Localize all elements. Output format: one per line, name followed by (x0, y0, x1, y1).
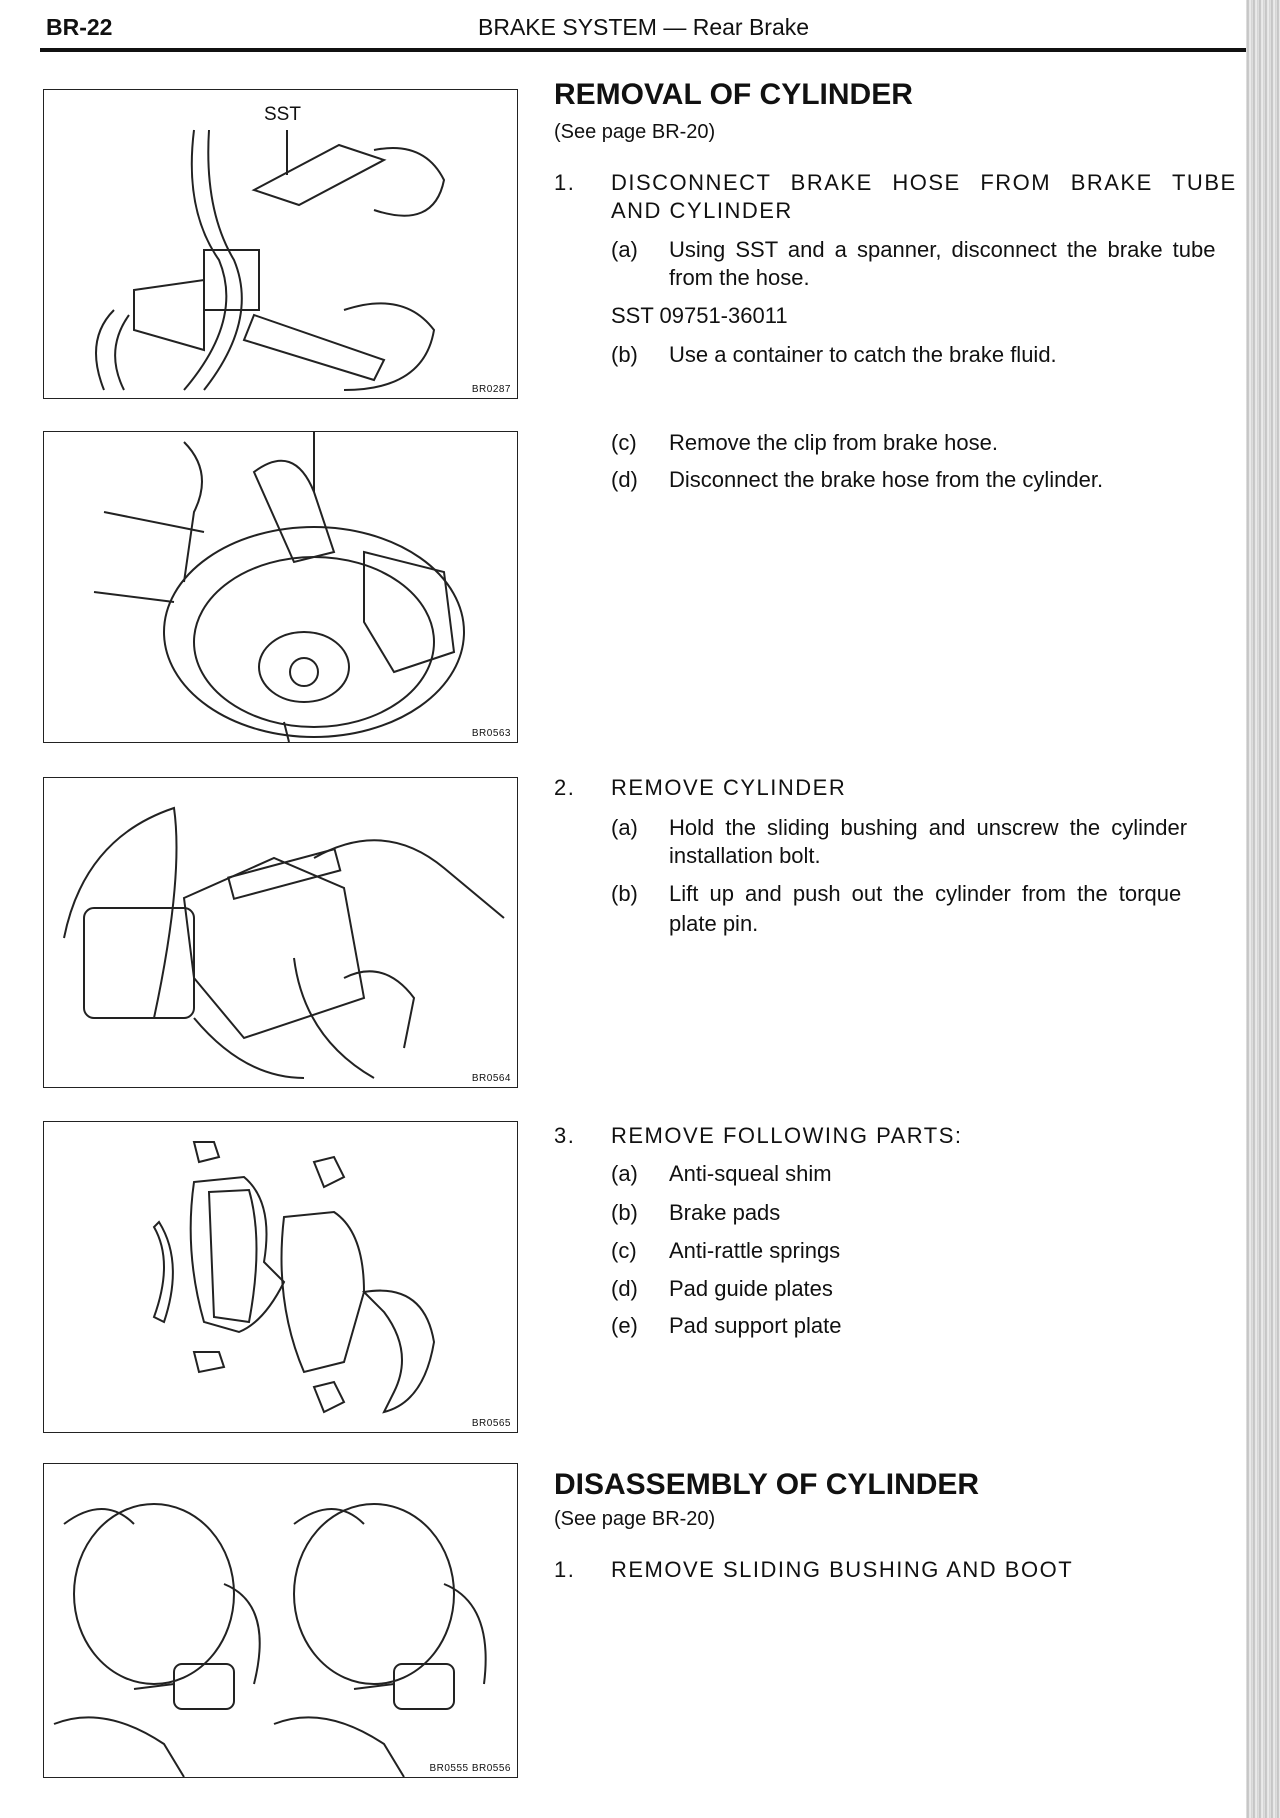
substep-text: Pad guide plates (669, 1276, 833, 1301)
substep-text: Lift up and push out the cylinder from t… (669, 881, 1182, 906)
substep-text: Disconnect the brake hose from the cylin… (669, 467, 1104, 492)
substep-letter: (b) (611, 342, 638, 367)
caliper-illustration (63, 806, 505, 1079)
substep-text-line2: from the hose. (669, 265, 810, 290)
step-number: 3. (554, 1123, 576, 1148)
substep-letter: (b) (611, 1200, 638, 1225)
page-binding-edge (1246, 0, 1280, 1818)
substep-text: Brake pads (669, 1200, 781, 1225)
figure-remove-cylinder: BR0564 (43, 777, 518, 1088)
substep-text: Use a container to catch the brake fluid… (669, 342, 1057, 367)
sst-number: SST 09751-36011 (611, 303, 788, 328)
substep-text: Pad support plate (669, 1313, 842, 1338)
sst-label: SST (264, 104, 301, 125)
figure-brake-clip: BR0563 (43, 431, 518, 743)
disassembly-see-page: (See page BR-20) (554, 1508, 716, 1530)
brake-pads-illustration (152, 1141, 436, 1414)
brake-disc-illustration (93, 432, 465, 742)
step-title: DISCONNECT BRAKE HOSE FROM BRAKE TUBE (611, 170, 1237, 195)
substep-letter: (a) (611, 815, 638, 840)
figure-code: BR0287 (471, 384, 511, 395)
figure-code: BR0563 (471, 728, 511, 739)
page-number: BR-22 (46, 14, 113, 40)
substep-text: Remove the clip from brake hose. (669, 430, 998, 455)
bushing-boot-illustration (53, 1503, 487, 1777)
substep-text: Anti-squeal shim (669, 1161, 832, 1186)
figure-code: BR0555 BR0556 (429, 1763, 511, 1774)
figure-pad-parts: BR0565 (43, 1121, 518, 1433)
figure-sliding-bushing: BR0555 BR0556 (43, 1463, 518, 1778)
substep-letter: (c) (611, 430, 637, 455)
step-title-line2: AND CYLINDER (611, 198, 793, 223)
substep-letter: (d) (611, 467, 638, 492)
wrench-illustration (95, 129, 446, 391)
substep-text: Using SST and a spanner, disconnect the … (669, 237, 1216, 262)
header-rule (40, 48, 1260, 52)
step-number: 1. (554, 170, 576, 195)
step-title: REMOVE FOLLOWING PARTS: (611, 1123, 963, 1148)
removal-see-page: (See page BR-20) (554, 121, 716, 143)
substep-text-line2: installation bolt. (669, 843, 821, 868)
page-title: BRAKE SYSTEM — Rear Brake (478, 14, 810, 40)
substep-letter: (a) (611, 237, 638, 262)
substep-text: Hold the sliding bushing and unscrew the… (669, 815, 1188, 840)
substep-text: Anti-rattle springs (669, 1238, 841, 1263)
figure-code: BR0564 (471, 1073, 511, 1084)
step-number: 1. (554, 1557, 576, 1582)
substep-letter: (c) (611, 1238, 637, 1263)
disassembly-heading: DISASSEMBLY OF CYLINDER (554, 1468, 980, 1501)
removal-heading: REMOVAL OF CYLINDER (554, 78, 913, 111)
figure-sst-disconnect: SST BR0287 (43, 89, 518, 399)
substep-text-line2: plate pin. (669, 911, 759, 936)
substep-letter: (b) (611, 881, 638, 906)
substep-letter: (a) (611, 1161, 638, 1186)
substep-letter: (e) (611, 1313, 638, 1338)
step-title: REMOVE SLIDING BUSHING AND BOOT (611, 1557, 1074, 1582)
instructions-column: REMOVAL OF CYLINDER (See page BR-20) 1. … (554, 0, 1244, 1818)
step-number: 2. (554, 775, 576, 800)
figure-code: BR0565 (471, 1418, 511, 1429)
step-title: REMOVE CYLINDER (611, 775, 847, 800)
substep-letter: (d) (611, 1276, 638, 1301)
